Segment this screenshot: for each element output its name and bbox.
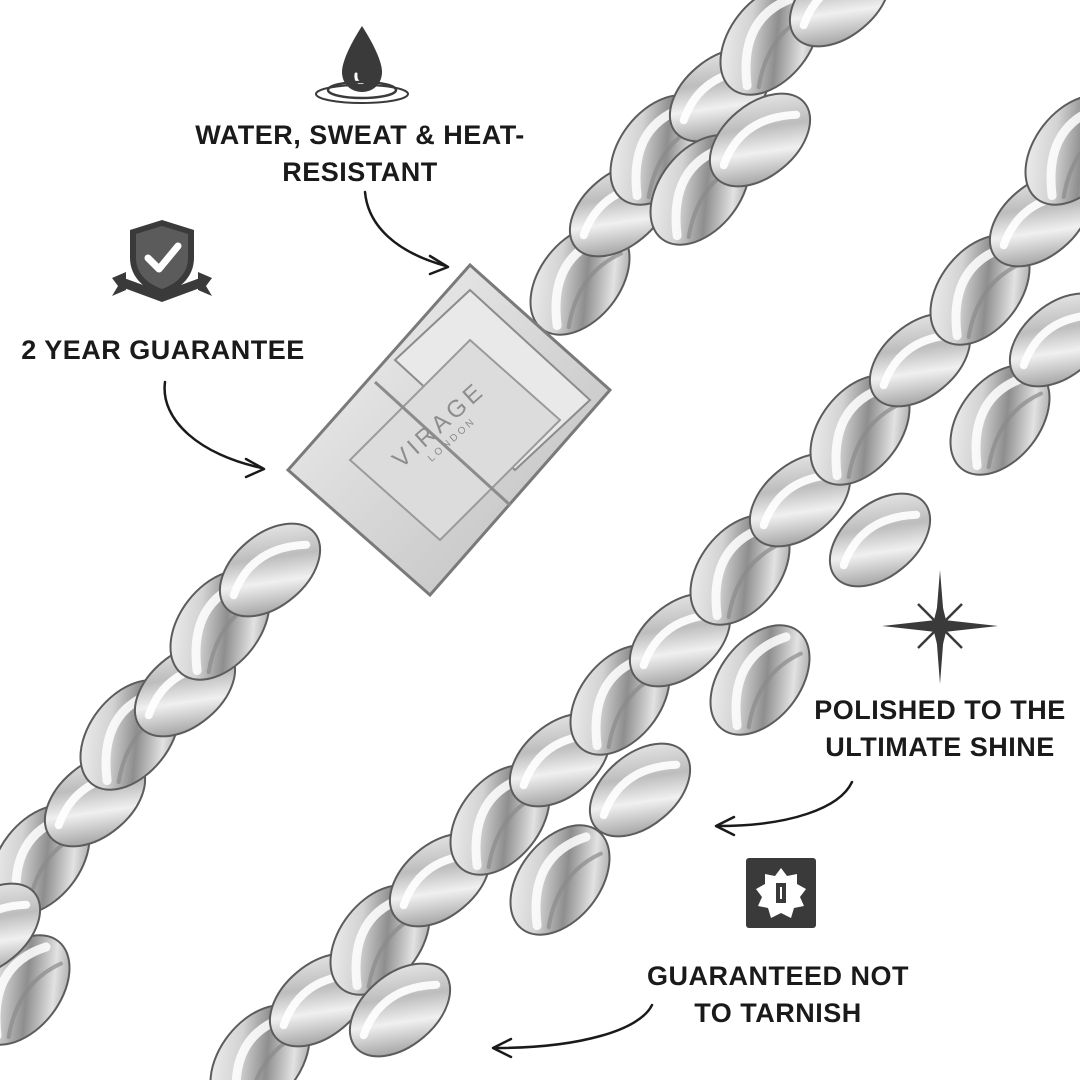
- water-drop-icon: [315, 26, 409, 104]
- sparkle-icon: [882, 570, 998, 684]
- tarnish-label-line1: GUARANTEED NOT: [647, 961, 909, 991]
- polished-label-line2: ULTIMATE SHINE: [825, 732, 1055, 762]
- shield-check-icon: [112, 220, 212, 302]
- tarnish-label: GUARANTEED NOT TO TARNISH: [628, 958, 928, 1032]
- badge-icon: [746, 858, 816, 928]
- water-label-line2: RESISTANT: [282, 157, 438, 187]
- clasp: [285, 262, 613, 598]
- water-resistant-label: WATER, SWEAT & HEAT- RESISTANT: [170, 117, 550, 191]
- chain-strand-top: [510, 0, 907, 353]
- water-label-line1: WATER, SWEAT & HEAT-: [195, 120, 525, 150]
- guarantee-label: 2 YEAR GUARANTEE: [21, 335, 305, 365]
- polished-label-line1: POLISHED TO THE: [814, 695, 1066, 725]
- polished-label: POLISHED TO THE ULTIMATE SHINE: [800, 692, 1080, 766]
- chain-strand-left: [0, 505, 338, 1063]
- tarnish-label-line2: TO TARNISH: [694, 998, 862, 1028]
